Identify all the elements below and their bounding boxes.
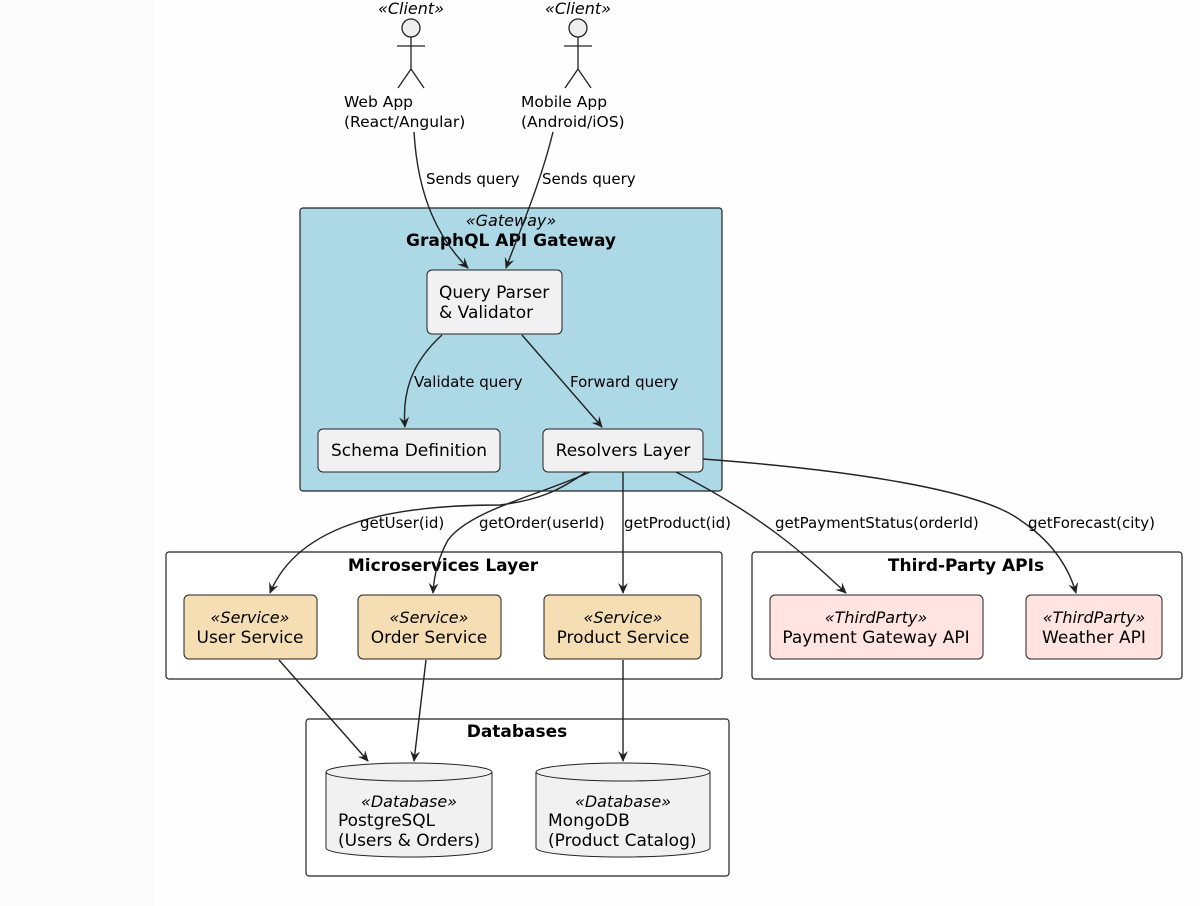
service-name: User Service (197, 628, 304, 648)
payment-gateway-api-node: «ThirdParty» Payment Gateway API (769, 594, 984, 660)
edge-label: getUser(id) (360, 514, 444, 532)
database-name: MongoDB (548, 811, 630, 831)
edges: Sends query Sends query Validate query F… (269, 131, 1155, 762)
product-service-node: «Service» Product Service (543, 594, 702, 660)
edge-label: getOrder(userId) (479, 514, 605, 532)
service-stereotype: «Service» (211, 608, 290, 627)
database-stereotype: «Database» (361, 792, 457, 811)
actor-icon (397, 18, 425, 89)
edge-resolvers-to-weather-api (702, 458, 1079, 594)
edge-label: Forward query (570, 373, 679, 391)
gateway-title: GraphQL API Gateway (406, 231, 616, 251)
edge-resolvers-to-user-service (269, 471, 587, 594)
weather-api-node: «ThirdParty» Weather API (1025, 594, 1163, 660)
edge-label: Validate query (414, 373, 523, 391)
edge-parser-to-resolvers (521, 334, 603, 428)
edge-label: getPaymentStatus(orderId) (775, 514, 979, 532)
schema-definition-node: Schema Definition (317, 428, 501, 473)
edge-resolvers-to-order-service (428, 471, 591, 594)
service-name: Product Service (557, 628, 690, 648)
service-stereotype: «Service» (584, 608, 663, 627)
edge-mobile-to-parser (504, 131, 554, 269)
client-stereotype: «Client» (378, 0, 444, 18)
edge-label: getProduct(id) (624, 514, 731, 532)
client-mobile-app: «Client» Mobile App (Android/iOS) (521, 0, 625, 131)
third-party-stereotype: «ThirdParty» (1043, 608, 1146, 627)
database-name-detail: (Product Catalog) (548, 831, 697, 851)
query-parser-node: Query Parser & Validator (426, 269, 563, 335)
user-service-node: «Service» User Service (183, 594, 318, 660)
query-parser-label-line2: & Validator (439, 303, 533, 323)
client-name-detail: (Android/iOS) (521, 113, 625, 131)
microservices-package: Microservices Layer «Service» User Servi… (165, 551, 723, 680)
edge-user-service-to-postgresql (278, 659, 369, 762)
edge-web-to-parser (413, 131, 469, 269)
postgresql-database-node: «Database» PostgreSQL (Users & Orders) (325, 762, 493, 858)
edge-resolvers-to-payment-api (675, 471, 847, 594)
edge-label: Sends query (426, 170, 520, 188)
client-name-detail: (React/Angular) (344, 113, 465, 131)
third-party-stereotype: «ThirdParty» (825, 608, 928, 627)
third-party-name: Payment Gateway API (782, 628, 969, 648)
database-stereotype: «Database» (575, 792, 671, 811)
order-service-node: «Service» Order Service (357, 594, 502, 660)
resolvers-layer-label: Resolvers Layer (556, 441, 691, 461)
edge-parser-to-schema (399, 334, 443, 428)
query-parser-label: Query Parser (439, 283, 549, 303)
third-party-package: Third-Party APIs «ThirdParty» Payment Ga… (751, 551, 1183, 680)
client-name: Mobile App (521, 93, 607, 111)
client-name: Web App (344, 93, 413, 111)
client-web-app: «Client» Web App (React/Angular) (344, 0, 465, 131)
resolvers-layer-node: Resolvers Layer (542, 428, 704, 473)
gateway-package: «Gateway» GraphQL API Gateway Query Pars… (299, 207, 723, 492)
actor-icon (564, 18, 592, 89)
database-name: PostgreSQL (338, 811, 436, 831)
gateway-stereotype: «Gateway» (466, 211, 556, 230)
databases-title: Databases (467, 722, 568, 742)
third-party-title: Third-Party APIs (888, 556, 1044, 576)
third-party-name: Weather API (1042, 628, 1146, 648)
edge-order-service-to-postgresql (410, 659, 427, 762)
microservices-title: Microservices Layer (348, 556, 539, 576)
schema-definition-label: Schema Definition (331, 441, 487, 461)
database-name-detail: (Users & Orders) (338, 831, 480, 851)
client-stereotype: «Client» (545, 0, 611, 18)
edge-label: getForecast(city) (1028, 514, 1155, 532)
mongodb-database-node: «Database» MongoDB (Product Catalog) (535, 762, 711, 858)
databases-package: Databases «Database» PostgreSQL (Users &… (305, 718, 730, 877)
edge-label: Sends query (542, 170, 636, 188)
service-stereotype: «Service» (390, 608, 469, 627)
service-name: Order Service (371, 628, 488, 648)
